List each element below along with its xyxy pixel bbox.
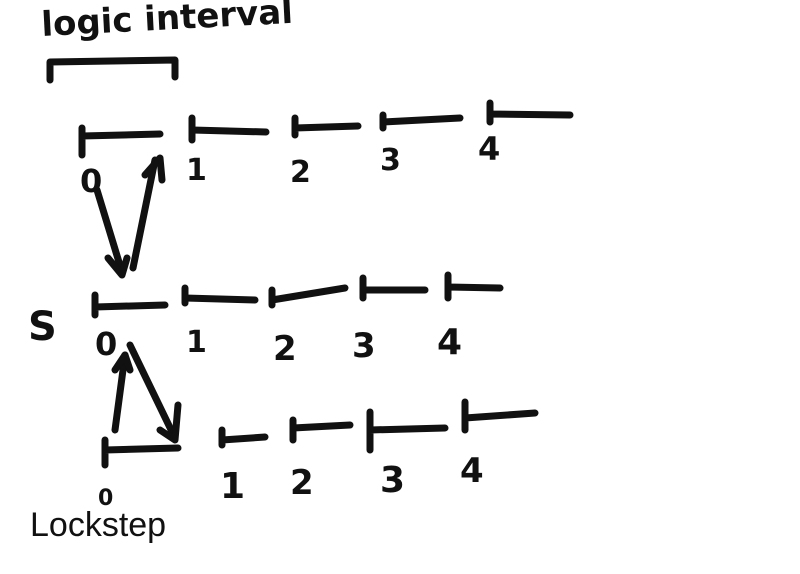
- row-1-tick-1: 1: [186, 153, 207, 188]
- server-label: S: [28, 304, 57, 350]
- row-1-tick-2: 2: [290, 155, 311, 190]
- row-2-tick-1: 1: [186, 325, 207, 360]
- row-2-tick-0: 0: [95, 325, 117, 363]
- interval-bracket: [46, 56, 179, 84]
- row-1-tick-0: 0: [80, 162, 102, 200]
- row-2-segments: [91, 271, 504, 319]
- diagram-caption: Lockstep: [30, 506, 167, 544]
- row-2-tick-4: 4: [437, 322, 462, 363]
- row-3-tick-0: 0: [98, 486, 113, 511]
- arrows-row2-row3: [111, 341, 182, 444]
- row-2-tick-3: 3: [352, 326, 376, 366]
- row-1-tick-3: 3: [380, 143, 401, 178]
- row-3-tick-1: 1: [220, 466, 245, 507]
- row-1-segments: [78, 99, 574, 159]
- row-1-tick-4: 4: [478, 130, 500, 168]
- row-3-tick-3: 3: [380, 460, 405, 501]
- row-3-tick-4: 4: [460, 451, 484, 491]
- row-3-tick-2: 2: [290, 463, 314, 503]
- arrows-row1-row2: [93, 154, 166, 279]
- row-3-segments: [101, 398, 539, 469]
- diagram-title: logic interval: [40, 0, 293, 45]
- row-2-tick-2: 2: [273, 329, 297, 369]
